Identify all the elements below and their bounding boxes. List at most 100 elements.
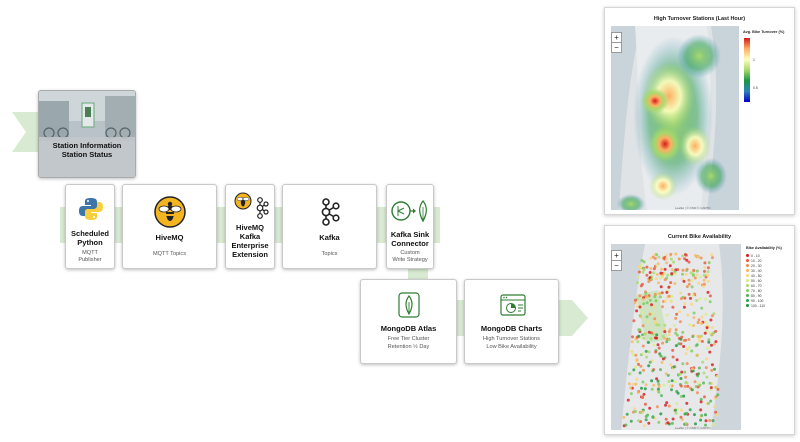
station-point[interactable] — [708, 350, 712, 354]
station-point[interactable] — [661, 357, 665, 361]
station-point[interactable] — [682, 345, 686, 348]
station-point[interactable] — [704, 312, 708, 316]
station-point[interactable] — [672, 260, 676, 264]
station-point[interactable] — [652, 343, 656, 347]
station-point[interactable] — [696, 385, 700, 389]
station-point[interactable] — [698, 339, 702, 343]
station-point[interactable] — [690, 367, 694, 371]
station-point[interactable] — [681, 362, 685, 366]
station-point[interactable] — [630, 350, 634, 353]
station-point[interactable] — [706, 402, 710, 405]
station-point[interactable] — [696, 334, 700, 338]
station-point[interactable] — [672, 365, 676, 369]
station-point[interactable] — [667, 338, 671, 341]
station-point[interactable] — [695, 299, 699, 302]
station-point[interactable] — [659, 271, 663, 275]
station-point[interactable] — [698, 275, 702, 279]
station-point[interactable] — [670, 379, 674, 383]
station-point[interactable] — [659, 412, 663, 416]
station-point[interactable] — [643, 387, 647, 391]
station-point[interactable] — [653, 292, 657, 296]
station-point[interactable] — [645, 265, 649, 269]
station-point[interactable] — [668, 327, 672, 331]
station-point[interactable] — [679, 395, 683, 398]
station-point[interactable] — [642, 392, 646, 396]
station-point[interactable] — [669, 252, 673, 256]
station-point[interactable] — [627, 382, 631, 386]
station-point[interactable] — [683, 370, 687, 374]
station-point[interactable] — [699, 256, 703, 260]
station-point[interactable] — [658, 352, 662, 356]
station-point[interactable] — [626, 398, 630, 402]
station-point[interactable] — [635, 309, 639, 313]
availability-zoom-out-button[interactable]: − — [611, 260, 622, 271]
turnover-heatmap-map[interactable] — [611, 26, 739, 210]
station-point[interactable] — [624, 423, 628, 427]
station-point[interactable] — [647, 350, 651, 354]
station-point[interactable] — [663, 278, 667, 282]
station-point[interactable] — [654, 299, 658, 303]
station-point[interactable] — [657, 420, 661, 424]
station-point[interactable] — [667, 333, 671, 337]
station-point[interactable] — [652, 305, 656, 309]
station-point[interactable] — [666, 421, 670, 425]
station-point[interactable] — [690, 279, 694, 283]
station-point[interactable] — [669, 363, 673, 367]
station-point[interactable] — [674, 408, 677, 412]
station-point[interactable] — [679, 342, 683, 346]
station-point[interactable] — [713, 342, 717, 346]
station-point[interactable] — [704, 357, 708, 361]
station-point[interactable] — [625, 412, 629, 416]
station-point[interactable] — [692, 316, 696, 320]
station-point[interactable] — [687, 282, 691, 286]
station-point[interactable] — [675, 358, 679, 362]
station-point[interactable] — [710, 314, 714, 318]
station-point[interactable] — [633, 410, 637, 413]
station-point[interactable] — [706, 266, 710, 270]
station-point[interactable] — [684, 272, 688, 276]
station-point[interactable] — [680, 335, 684, 339]
station-point[interactable] — [641, 324, 645, 328]
station-point[interactable] — [675, 402, 679, 406]
availability-points-map[interactable] — [611, 244, 741, 430]
station-point[interactable] — [655, 264, 659, 268]
station-point[interactable] — [646, 295, 649, 299]
station-point[interactable] — [709, 318, 713, 322]
station-point[interactable] — [710, 363, 714, 367]
station-point[interactable] — [643, 332, 647, 336]
station-point[interactable] — [649, 337, 653, 341]
station-point[interactable] — [668, 264, 672, 268]
station-point[interactable] — [664, 417, 668, 421]
station-point[interactable] — [695, 391, 699, 395]
station-point[interactable] — [687, 260, 691, 264]
station-point[interactable] — [703, 282, 706, 286]
station-point[interactable] — [700, 315, 704, 319]
station-point[interactable] — [634, 365, 637, 369]
station-point[interactable] — [665, 340, 669, 344]
station-point[interactable] — [697, 281, 701, 285]
station-point[interactable] — [685, 381, 689, 385]
station-point[interactable] — [692, 324, 695, 328]
station-point[interactable] — [634, 298, 637, 302]
station-point[interactable] — [640, 386, 643, 390]
station-point[interactable] — [704, 413, 707, 417]
station-point[interactable] — [702, 371, 706, 375]
station-point[interactable] — [709, 399, 713, 403]
station-point[interactable] — [645, 301, 649, 305]
station-point[interactable] — [704, 320, 708, 324]
station-point[interactable] — [656, 387, 660, 391]
station-point[interactable] — [644, 383, 648, 387]
station-point[interactable] — [692, 269, 696, 273]
station-point[interactable] — [712, 312, 716, 316]
station-point[interactable] — [697, 372, 700, 376]
station-point[interactable] — [699, 397, 703, 401]
station-point[interactable] — [714, 340, 718, 344]
station-point[interactable] — [714, 329, 718, 333]
station-point[interactable] — [636, 340, 640, 344]
station-point[interactable] — [673, 380, 677, 384]
station-point[interactable] — [699, 400, 703, 404]
station-point[interactable] — [695, 269, 699, 273]
station-point[interactable] — [657, 382, 661, 386]
station-point[interactable] — [704, 366, 708, 370]
station-point[interactable] — [667, 380, 671, 383]
